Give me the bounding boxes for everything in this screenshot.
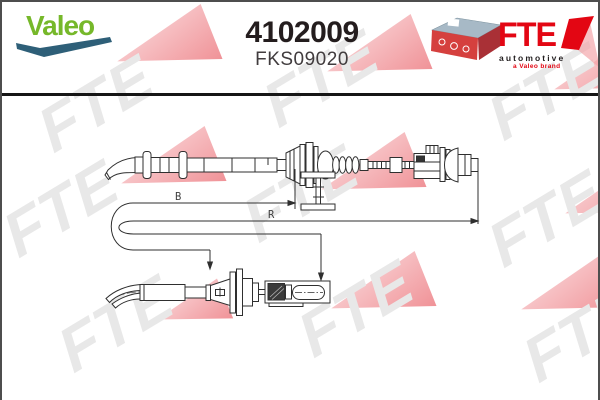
watermark-flag-icon	[521, 252, 598, 310]
dimension-r: R	[118, 165, 480, 282]
fte-logo-flag-icon	[561, 16, 598, 67]
dim-label-r: R	[268, 209, 275, 221]
spring-coils	[332, 156, 360, 174]
watermark-flag-icon	[327, 14, 433, 72]
part-number: 4102009	[245, 16, 359, 49]
fte-automotive-label: automotive	[499, 53, 566, 63]
watermark-flag-icon	[331, 251, 437, 309]
adjuster-body	[413, 153, 441, 179]
header-separator-line	[2, 93, 598, 96]
dim-label-b: B	[175, 191, 181, 203]
valeo-logo: Valeo	[26, 10, 95, 41]
frayed-cable-end	[105, 283, 143, 304]
watermark-flag-icon	[565, 156, 598, 214]
fte-logo: FTE	[498, 16, 557, 54]
dome-fitting	[443, 147, 459, 183]
watermark-flag-icon	[321, 132, 427, 190]
dimension-b: B	[110, 169, 297, 271]
bottom-cable-drawing	[105, 268, 331, 316]
frayed-cable-end	[111, 292, 143, 309]
fte-tagline: a Valeo brand	[513, 63, 561, 70]
grommet-flange	[229, 271, 236, 314]
watermark-flag-icon	[117, 4, 223, 62]
fte-product-box-image	[431, 17, 502, 60]
watermark-flag-icon	[554, 32, 598, 90]
mounting-bracket-drawing	[300, 171, 336, 211]
reference-number: FKS09020	[255, 49, 349, 70]
cable-end-hook	[104, 157, 138, 181]
valeo-swoosh-icon	[16, 37, 112, 57]
